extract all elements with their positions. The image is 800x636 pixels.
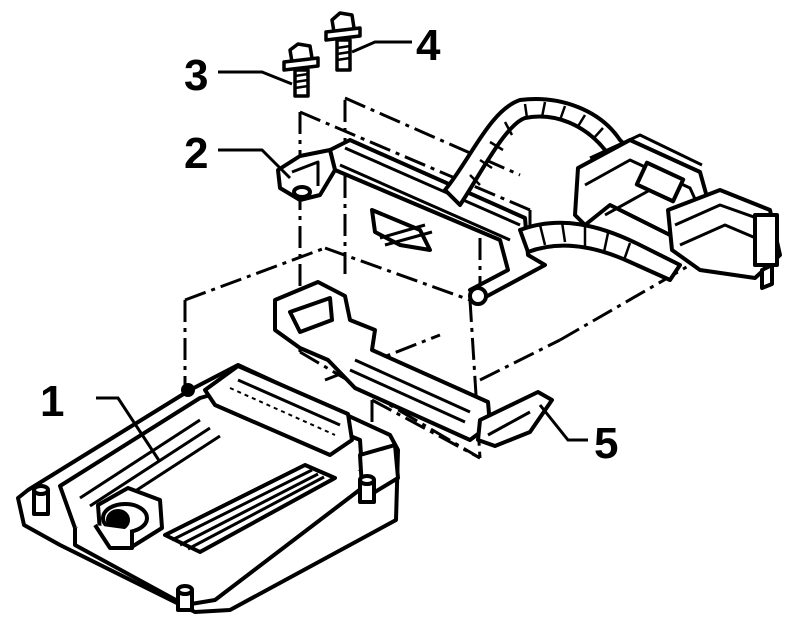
- bolt-3: [282, 42, 320, 98]
- leader-5: [538, 404, 588, 442]
- wiring-harness: [443, 97, 782, 290]
- ecu-control-unit: [16, 363, 400, 614]
- upper-harness-bracket: [276, 138, 547, 306]
- leader-3: [218, 70, 293, 86]
- callout-3: 3: [184, 51, 208, 100]
- leader-2: [218, 148, 292, 180]
- bolt-4: [324, 11, 362, 72]
- callout-2: 2: [184, 129, 208, 178]
- leader-1: [96, 396, 162, 463]
- callout-5: 5: [594, 419, 618, 468]
- callout-4: 4: [416, 21, 441, 70]
- callout-1: 1: [40, 377, 64, 426]
- lower-mounting-bracket: [273, 280, 554, 448]
- leader-4: [351, 40, 412, 54]
- leader-lines: [96, 40, 588, 463]
